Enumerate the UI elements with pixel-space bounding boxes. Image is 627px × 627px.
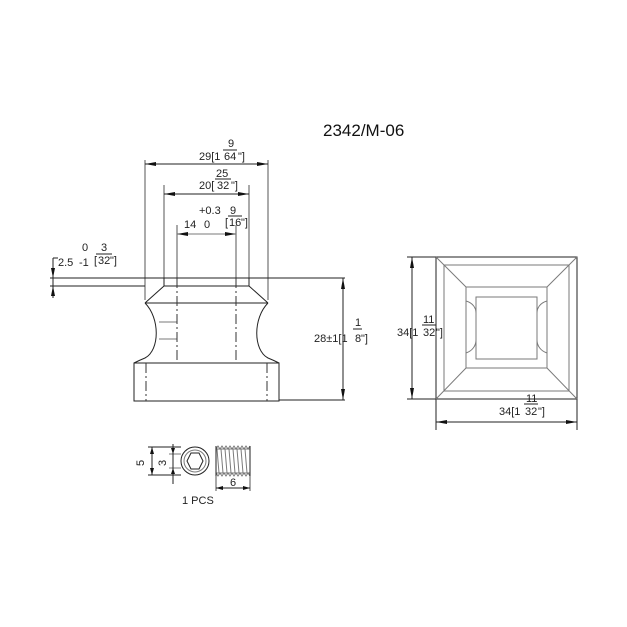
dim-top-step: 2.5 0 -1 3 [ 32 "] (58, 242, 117, 269)
svg-text:"]: "] (538, 406, 545, 418)
dim-collar-width: 20[ 32 "] 25 (199, 168, 238, 192)
part-number-title: 2342/M-06 (323, 121, 404, 140)
svg-text:"]: "] (436, 327, 443, 339)
svg-text:2.5: 2.5 (58, 257, 73, 269)
svg-text:14: 14 (184, 219, 196, 231)
dim-overall-width: 29[1 64 "] 9 (199, 138, 245, 163)
dim-bore: 14 +0.3 0 9 [ 16 "] (184, 205, 248, 231)
svg-text:11: 11 (526, 393, 537, 405)
svg-text:"]: "] (110, 255, 117, 267)
svg-text:34[1: 34[1 (397, 327, 418, 339)
svg-text:"]: "] (231, 180, 238, 192)
dim-height: 28±1[1 8 "] 1 (314, 317, 368, 345)
svg-text:16: 16 (229, 217, 241, 229)
svg-text:32: 32 (525, 406, 537, 418)
svg-text:32: 32 (217, 180, 229, 192)
dim-top-width: 34[1 32 "] 11 (499, 393, 545, 418)
set-screw-detail: 5 3 6 1 PCS (135, 444, 251, 507)
svg-text:25: 25 (216, 168, 228, 180)
svg-text:0: 0 (82, 242, 88, 254)
svg-text:-1: -1 (79, 257, 89, 269)
dim-top-height: 34[1 32 "] 11 (397, 314, 443, 339)
svg-text:29[1: 29[1 (199, 151, 220, 163)
svg-text:28±1[1: 28±1[1 (314, 333, 348, 345)
svg-text:[: [ (225, 217, 228, 229)
screw-threads (215, 445, 251, 477)
svg-text:"]: "] (241, 217, 248, 229)
svg-text:+0.3: +0.3 (199, 205, 221, 217)
svg-text:"]: "] (361, 333, 368, 345)
svg-text:20[: 20[ (199, 180, 214, 192)
dim-screw-outer: 5 (135, 460, 147, 466)
svg-text:"]: "] (238, 151, 245, 163)
svg-text:0: 0 (204, 219, 210, 231)
quantity-label: 1 PCS (182, 495, 214, 507)
svg-text:32: 32 (423, 327, 435, 339)
svg-text:1: 1 (355, 317, 361, 329)
dim-screw-inner: 3 (157, 460, 169, 466)
dim-screw-length: 6 (230, 477, 236, 489)
side-view: 29[1 64 "] 9 20[ 32 "] 25 14 +0.3 0 9 [ … (50, 138, 368, 402)
svg-text:9: 9 (230, 205, 236, 217)
svg-text:8: 8 (355, 333, 361, 345)
svg-text:[: [ (94, 255, 97, 267)
svg-text:34[1: 34[1 (499, 406, 520, 418)
svg-text:32: 32 (98, 255, 110, 267)
svg-text:9: 9 (228, 138, 234, 150)
finial-profile (133, 277, 345, 402)
top-view: 34[1 32 "] 11 34[1 32 "] 11 (397, 256, 578, 430)
svg-text:3: 3 (101, 242, 107, 254)
svg-text:11: 11 (423, 314, 434, 326)
svg-text:64: 64 (224, 151, 236, 163)
